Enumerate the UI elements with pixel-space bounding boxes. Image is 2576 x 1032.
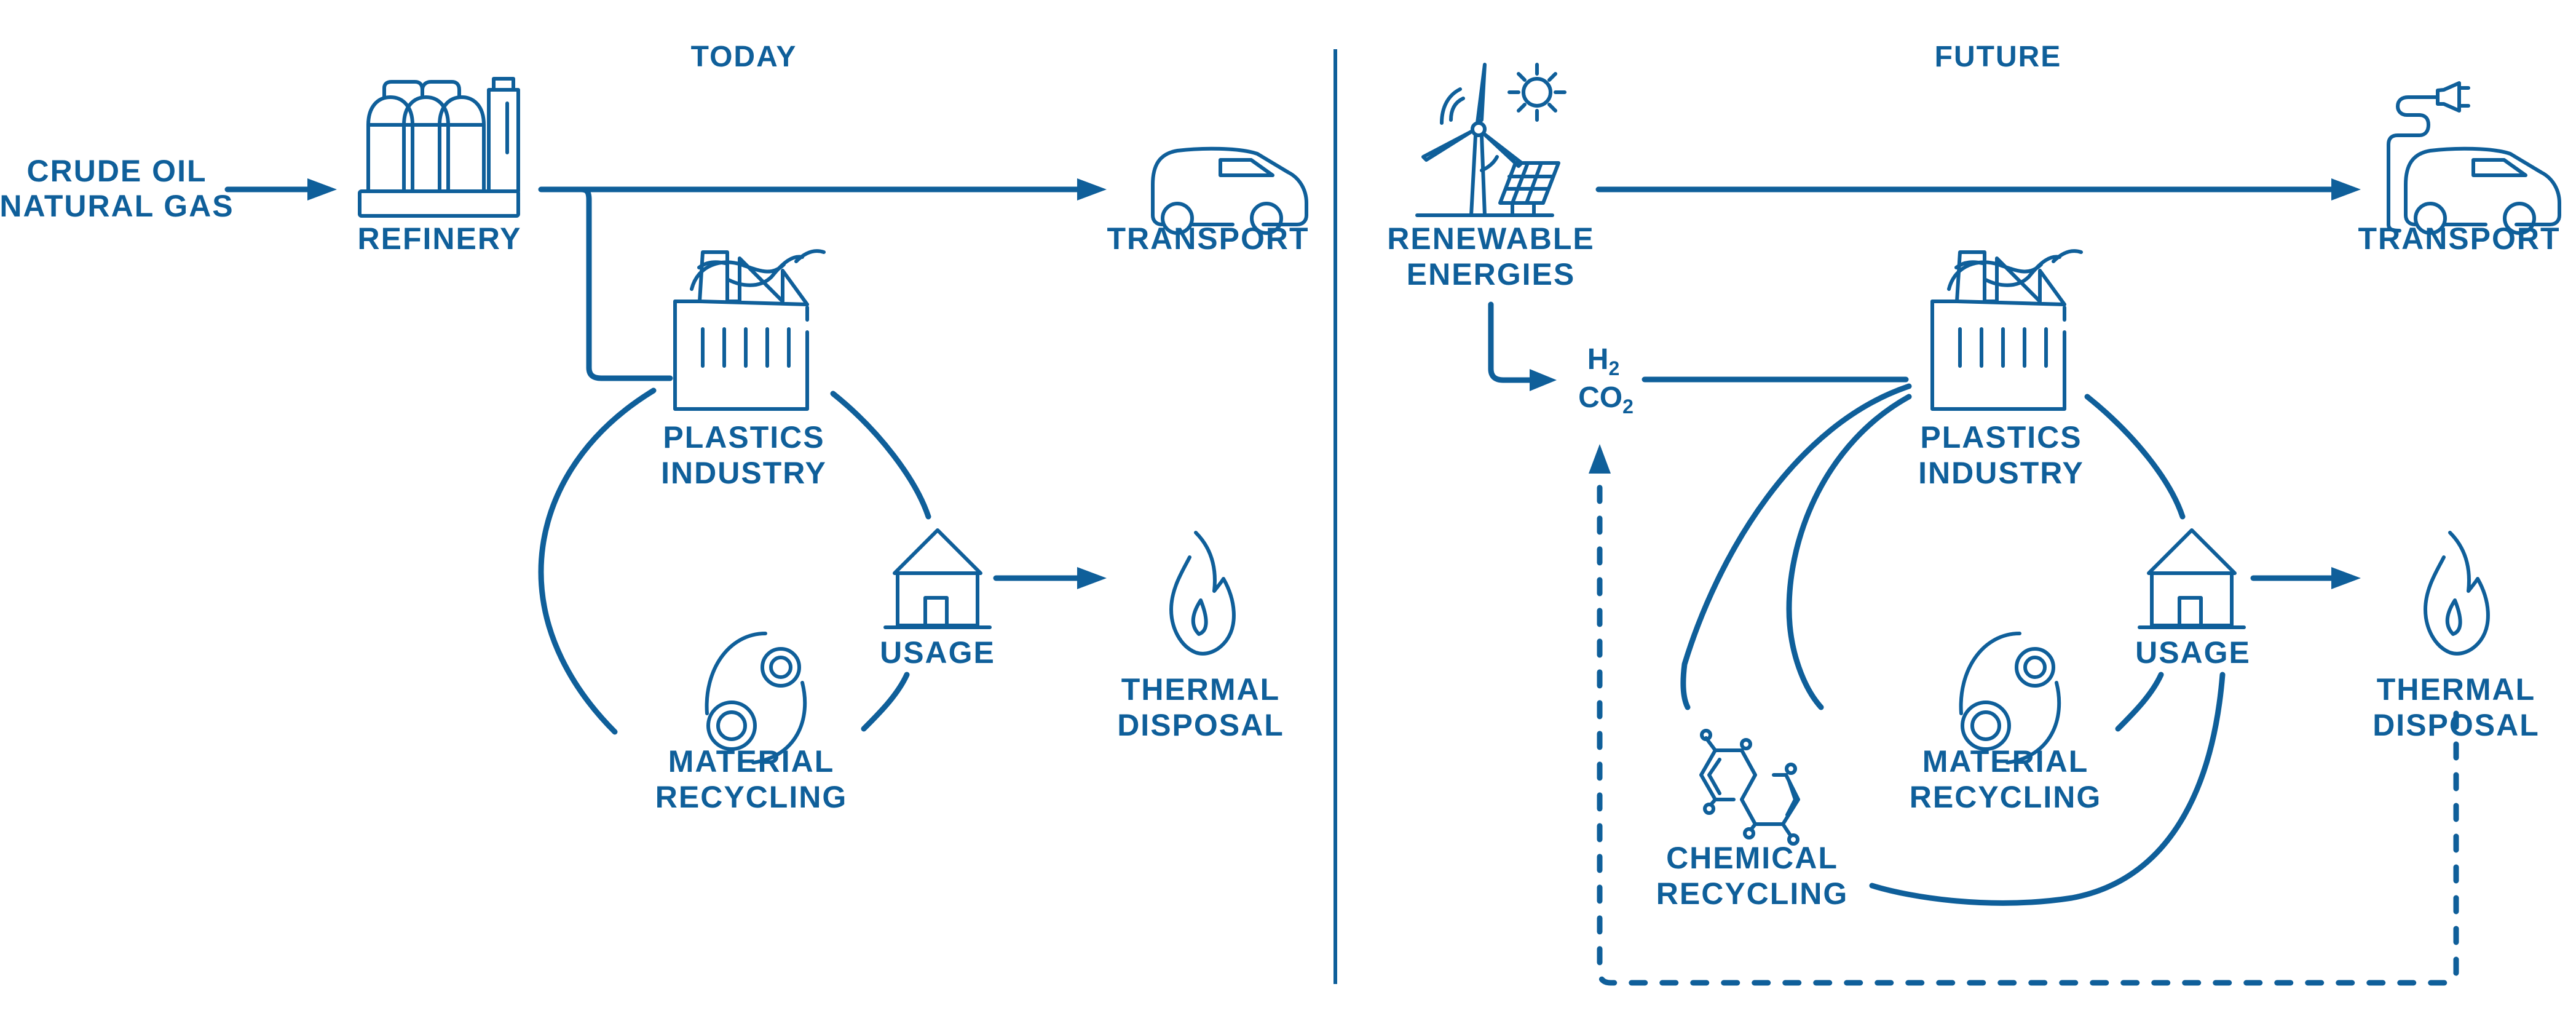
material-recycling-label-line2: RECYCLING — [655, 780, 847, 814]
electric-car-icon — [2387, 81, 2559, 233]
cycle-arc-bottom-right-future — [2115, 672, 2164, 732]
car-icon — [1153, 149, 1306, 233]
molecule-icon — [1701, 731, 1798, 844]
future-header: FUTURE — [1935, 41, 2062, 73]
chemical-cycle-arc-bottom — [1869, 672, 2226, 906]
flame-icon — [2425, 533, 2488, 654]
renewable-label-line1: RENEWABLE — [1387, 221, 1594, 256]
usage-label-today: USAGE — [880, 635, 995, 670]
source-label-natural-gas: NATURAL GAS — [0, 189, 234, 223]
gears-icon — [1961, 633, 2060, 763]
cycle-arc-left-future — [1786, 394, 1912, 710]
arrow-head — [1589, 444, 1611, 474]
factory-icon — [1932, 252, 2064, 409]
factory-icon — [675, 252, 807, 409]
refinery-icon — [358, 77, 520, 218]
plastics-industry-label-line2: INDUSTRY — [661, 456, 827, 490]
smoke-icon — [692, 251, 824, 289]
smoke-icon — [1949, 251, 2081, 289]
h2-label: H2 — [1587, 343, 1619, 379]
renewable-label-line2: ENERGIES — [1407, 257, 1575, 292]
line-refinery-to-plastics — [575, 186, 673, 381]
refinery-label: REFINERY — [358, 221, 522, 256]
plastics-industry-label-line1-future: PLASTICS — [1920, 420, 2082, 454]
transport-label-future: TRANSPORT — [2358, 221, 2560, 256]
material-recycling-label-line1: MATERIAL — [668, 744, 835, 779]
arrow-head — [1530, 369, 1557, 391]
arrow-head — [2331, 178, 2361, 200]
thermal-disposal-label-line1-future: THERMAL — [2377, 672, 2535, 707]
wind-solar-icon — [1415, 63, 1567, 217]
cycle-arc-left — [538, 387, 657, 735]
plastics-industry-label-line2-future: INDUSTRY — [1918, 456, 2084, 490]
arrow-head — [1077, 567, 1107, 589]
co2-label: CO2 — [1578, 381, 1634, 418]
source-label-crude-oil: CRUDE OIL — [27, 154, 207, 188]
house-icon — [2139, 530, 2244, 627]
chemical-recycling-label-line2: RECYCLING — [1656, 876, 1848, 911]
thermal-disposal-label-line2: DISPOSAL — [1117, 708, 1284, 742]
arrow-head — [2331, 567, 2361, 589]
thermal-disposal-label-line1: THERMAL — [1121, 672, 1280, 707]
chemical-recycling-label-line1: CHEMICAL — [1666, 841, 1838, 875]
flame-icon — [1171, 533, 1234, 654]
cycle-arc-top-right-future — [2084, 394, 2186, 520]
transport-label-today: TRANSPORT — [1107, 221, 1309, 256]
cycle-arc-bottom-right — [861, 672, 910, 732]
today-header: TODAY — [691, 41, 797, 73]
chemical-cycle-arc-outer — [1680, 383, 1912, 710]
cycle-arc-top-right — [830, 391, 931, 520]
house-icon — [885, 530, 990, 627]
usage-label-future: USAGE — [2135, 635, 2251, 670]
arrow-head — [1077, 178, 1107, 200]
line-renewable-to-feedstock — [1488, 301, 1537, 383]
material-recycling-label-line2-future: RECYCLING — [1910, 780, 2101, 814]
arrow-head — [307, 178, 337, 200]
material-recycling-label-line1-future: MATERIAL — [1922, 744, 2089, 779]
gears-icon — [707, 633, 805, 763]
plastics-industry-label-line1: PLASTICS — [663, 420, 824, 454]
